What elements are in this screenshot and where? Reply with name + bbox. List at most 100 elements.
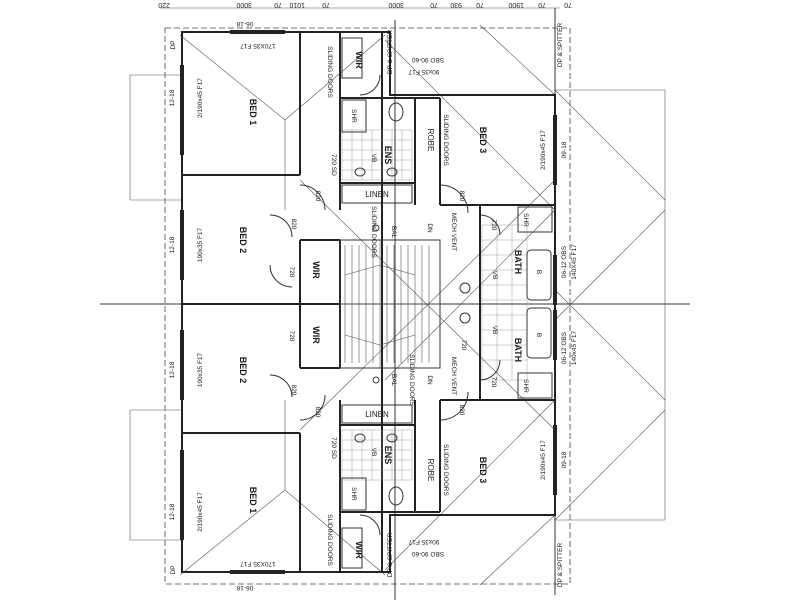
- vent-marker-a: [459, 282, 471, 294]
- label-vb-bath-top: VB: [491, 271, 498, 280]
- dim-220: 220: [158, 1, 170, 8]
- label-bed3-top: BED 3: [478, 127, 488, 154]
- label-bath-bottom: BATH: [513, 338, 523, 362]
- label-shr-bath-top: SHR: [522, 213, 529, 227]
- label-wir-mid-bottom: WIR: [311, 326, 321, 344]
- lintel-labels: 06-18 170X35 F17 170X35 F17 06-18 12-18 …: [169, 20, 578, 591]
- door-labels: SLIDING DOORS SLIDING DOORS SLIDING DOOR…: [288, 46, 497, 566]
- label-sliding-doors-robe-top: SLIDING DOORS: [442, 114, 449, 166]
- label-shr-top: SHR: [350, 109, 357, 123]
- basin-ens-top-b: [386, 167, 398, 177]
- lintel-2-190x45-a: 2/190x45 F17: [197, 78, 204, 118]
- wir-bottom-unit: [341, 527, 363, 569]
- label-820-e: 820: [458, 191, 465, 202]
- vent-marker-b: [459, 312, 471, 324]
- dim-70-e: 70: [538, 1, 546, 8]
- label-dn-bottom: DN: [426, 375, 433, 385]
- bathtub-top: [526, 249, 552, 301]
- lintel-140x45-top: 140X45 F17: [571, 244, 578, 280]
- label-ens-bottom: ENS: [383, 446, 393, 465]
- label-mech-vent-bottom: MECH VENT: [450, 357, 457, 395]
- lintel-2-190x45-c: 2/190x45 F17: [540, 130, 547, 170]
- lintel-sbo-bottom: SBO 90-60: [412, 550, 445, 557]
- lintel-2-190x45-b: 2/190x45 F17: [197, 492, 204, 532]
- top-dimension-string: 220 3000 70 1010 70 3000 70 930 70 1900 …: [158, 1, 572, 9]
- room-labels: BED 1 BED 2 BED 2 BED 1 BED 3 BED 3 ENS …: [238, 51, 523, 559]
- dim-1010: 1010: [289, 1, 305, 8]
- label-vb-bath-bottom: VB: [491, 326, 498, 335]
- tile-grid-bath: [481, 224, 528, 381]
- lintel-140x45-bottom: 140x45 F17: [571, 330, 578, 365]
- lintel-0618-top: 06-18: [236, 20, 253, 27]
- balustrade-marker-bottom: [372, 376, 380, 384]
- label-shr-bath-bottom: SHR: [522, 379, 529, 393]
- label-b-bottom: B: [535, 333, 542, 337]
- label-bal-top: BAL: [390, 226, 397, 239]
- basin-ens-bot-a: [354, 433, 366, 443]
- internal-walls: [182, 32, 555, 572]
- dim-930: 930: [450, 1, 462, 8]
- label-vb-ens-top: VB: [370, 154, 377, 163]
- lintel-1218-c: 12-18: [169, 361, 176, 378]
- door-swings: [269, 74, 501, 536]
- dp-spitter-bottom-right: DP & SPITTER: [557, 543, 564, 588]
- label-820-b: 820: [290, 219, 297, 230]
- label-shr-bottom: SHR: [350, 487, 357, 501]
- bathtub-bottom: [526, 307, 552, 359]
- label-720sd-bottom: 720 SD: [330, 437, 337, 459]
- label-sliding-doors-robe-bottom: SLIDING DOORS: [442, 444, 449, 496]
- downpipe-labels: DP DP DP & SPITTER DP & SPITTER DP & SPI…: [170, 23, 564, 588]
- label-bath-top: BATH: [513, 250, 523, 274]
- shower-bath-top: [517, 206, 553, 233]
- label-sliding-doors-wir-top: SLIDING DOORS: [326, 46, 333, 98]
- external-walls: [181, 31, 556, 573]
- dp-spitter-bottom-mid: DP & SPITTER: [387, 533, 394, 578]
- lintel-90x35-top: 90x35 F17: [408, 68, 439, 75]
- lintel-0612-obs-bottom: 06-12 OBS: [561, 331, 568, 364]
- shower-top-left: [341, 99, 367, 133]
- lintel-170x35-top: 170X35 F17: [240, 42, 276, 49]
- linen-bottom: [341, 404, 413, 424]
- fixtures: [341, 37, 553, 569]
- dim-70-b: 70: [322, 1, 330, 8]
- label-720-e: 720: [460, 340, 467, 351]
- label-bed2-top: BED 2: [238, 227, 248, 254]
- shower-bath-bottom: [517, 372, 553, 399]
- label-bed3-bottom: BED 3: [478, 457, 488, 484]
- lintel-90x35-bottom: 90x35 F17: [408, 538, 439, 545]
- lintel-2-190x45-d: 2/190x45 F17: [540, 440, 547, 480]
- label-b-top: B: [535, 270, 542, 274]
- label-dn-top: DN: [426, 223, 433, 233]
- tile-grid-ensuite-top: [341, 129, 413, 181]
- label-bed1-top: BED 1: [248, 99, 258, 126]
- dim-70-d: 70: [476, 1, 484, 8]
- label-720-b: 720: [288, 331, 295, 342]
- lintel-1218-a: 12-18: [169, 89, 176, 106]
- label-bed2-bottom: BED 2: [238, 357, 248, 384]
- fixture-labels: LINEN LINEN ROBE ROBE SHR SHR SHR SHR VB…: [350, 109, 542, 501]
- label-820-f: 820: [458, 405, 465, 416]
- lintel-0918-bottom: 09-18: [561, 451, 568, 468]
- label-820-d: 820: [314, 407, 321, 418]
- wir-top-unit: [341, 37, 363, 79]
- label-vb-ens-bottom: VB: [370, 448, 377, 457]
- balustrade-marker-top: [372, 224, 380, 232]
- dp-top-left: DP: [170, 40, 177, 49]
- dim-70-a: 70: [274, 1, 282, 8]
- dim-70-f: 70: [564, 1, 572, 8]
- roof-hip-lines: [129, 24, 666, 586]
- label-720sd-top: 720 SD: [330, 154, 337, 176]
- label-linen-bottom: LINEN: [365, 410, 389, 419]
- label-720-a: 720: [288, 267, 295, 278]
- label-bed1-bottom: BED 1: [248, 487, 258, 514]
- label-sliding-doors-bal-top: SLIDING DOORS: [370, 206, 377, 258]
- label-sliding-doors-bal-bottom: SLIDING DOORS: [408, 354, 415, 406]
- basin-ens-bot-b: [386, 433, 398, 443]
- dim-1900: 1900: [508, 1, 524, 8]
- label-820-c: 820: [290, 385, 297, 396]
- lintel-0612-obs-top: 06-12 OBS: [561, 245, 568, 278]
- label-linen-top: LINEN: [365, 190, 389, 199]
- stairs: [339, 239, 441, 369]
- basin-ens-top-a: [354, 167, 366, 177]
- label-wir-mid-top: WIR: [311, 261, 321, 279]
